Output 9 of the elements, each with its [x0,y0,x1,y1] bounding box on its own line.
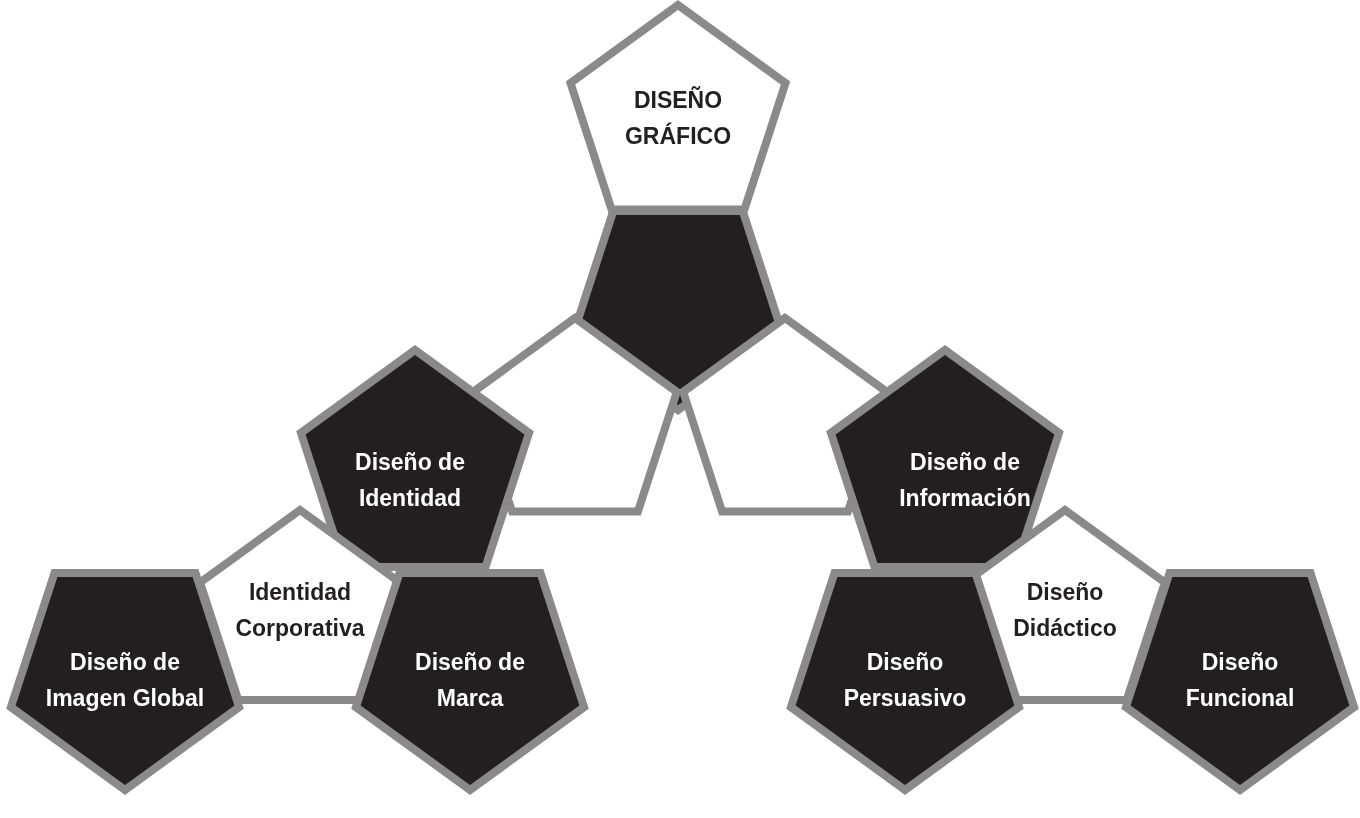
pentagon-label: Diseño Didáctico [1012,578,1118,643]
pentagon-label: Diseño de Información [898,448,1032,513]
pentagon-label: Diseño de Identidad [354,448,466,513]
pentagon-label: Diseño Persuasivo [842,648,968,713]
pentagon-label: DISEÑO GRÁFICO [623,85,733,151]
pentagon-label: Diseño de Imagen Global [45,648,205,713]
pentagon-label: Diseño de Marca [414,648,526,713]
pentagon-label: Diseño Funcional [1184,648,1296,713]
pentagon-label: Identidad Corporativa [234,578,366,643]
